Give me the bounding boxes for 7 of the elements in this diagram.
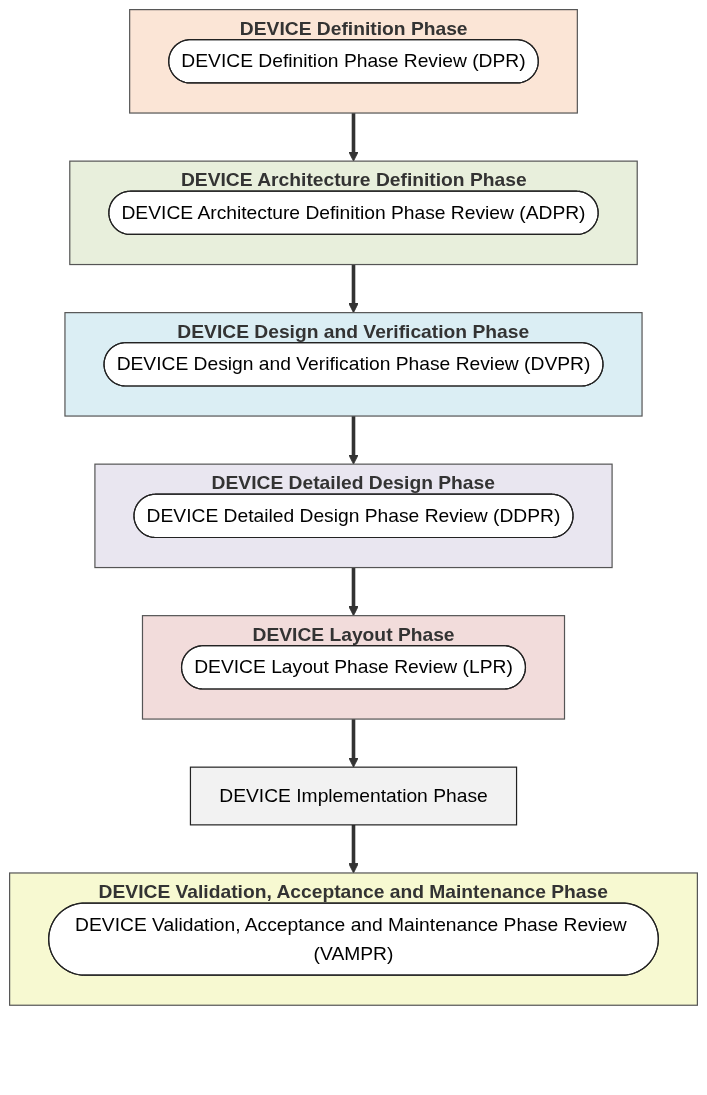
arrow xyxy=(348,824,359,874)
arrow xyxy=(348,113,359,162)
arrow xyxy=(348,416,359,465)
node-box: DEVICE Implementation Phase xyxy=(189,766,518,826)
arrow xyxy=(348,719,359,768)
arrow xyxy=(348,264,359,314)
arrow xyxy=(348,567,359,617)
